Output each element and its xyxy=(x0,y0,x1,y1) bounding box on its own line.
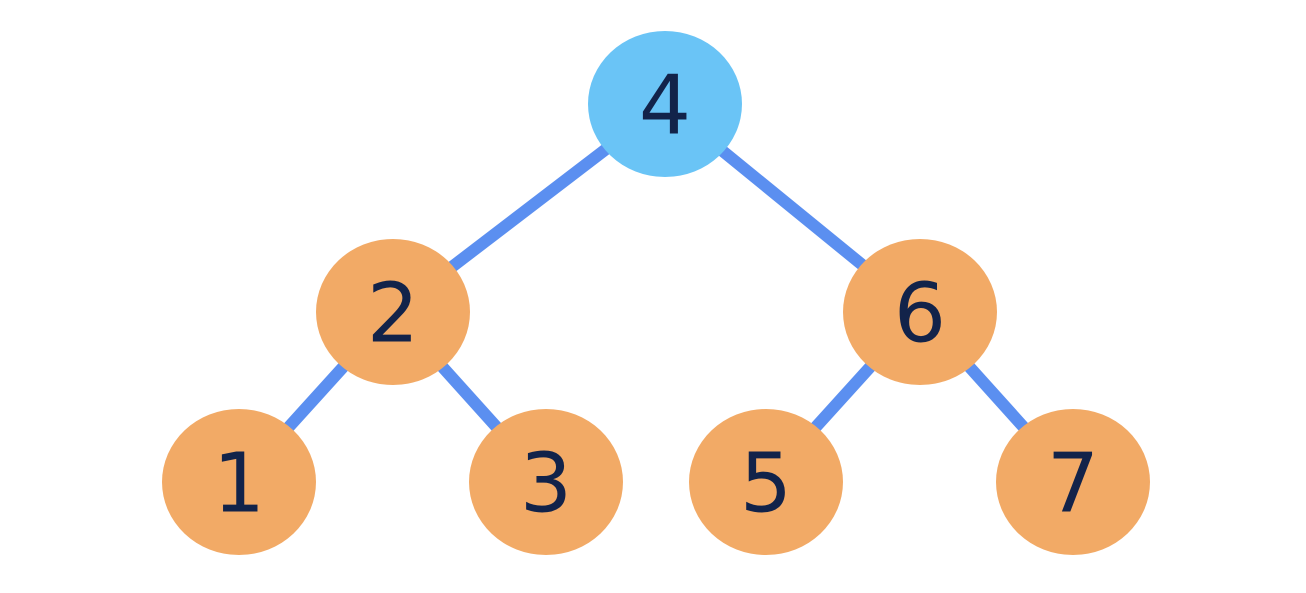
node-4: 4 xyxy=(588,31,742,177)
node-3-circle xyxy=(469,409,623,555)
node-4-circle xyxy=(588,31,742,177)
node-6: 6 xyxy=(843,239,997,385)
node-5-label: 5 xyxy=(740,437,792,532)
node-3: 3 xyxy=(469,409,623,555)
node-3-label: 3 xyxy=(520,437,572,532)
node-6-label: 6 xyxy=(894,267,946,362)
node-2: 2 xyxy=(316,239,470,385)
node-2-label: 2 xyxy=(367,267,419,362)
node-7-label: 7 xyxy=(1047,437,1099,532)
node-1-circle xyxy=(162,409,316,555)
node-5-circle xyxy=(689,409,843,555)
node-7: 7 xyxy=(996,409,1150,555)
node-4-label: 4 xyxy=(639,59,691,154)
node-5: 5 xyxy=(689,409,843,555)
node-2-circle xyxy=(316,239,470,385)
node-1: 1 xyxy=(162,409,316,555)
node-6-circle xyxy=(843,239,997,385)
tree-nodes: 4 2 6 1 3 5 7 xyxy=(162,31,1150,555)
node-7-circle xyxy=(996,409,1150,555)
node-1-label: 1 xyxy=(213,437,265,532)
